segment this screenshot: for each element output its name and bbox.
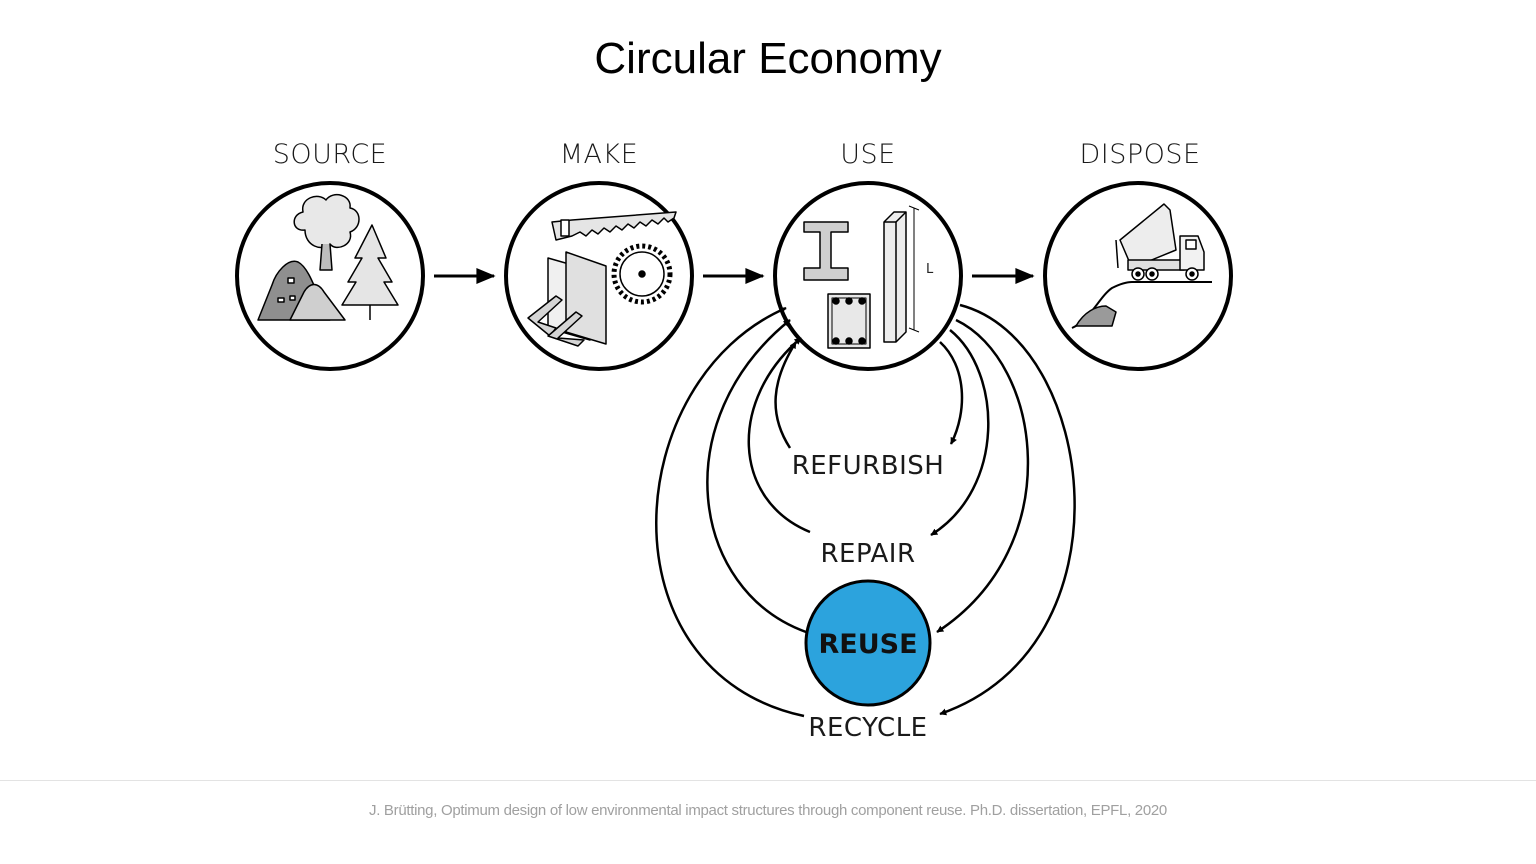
- arrow-use-to-repair: [930, 329, 990, 537]
- arrow-reuse-to-use: [706, 319, 807, 634]
- diagram-title: Circular Economy: [594, 34, 942, 83]
- stage-circle-use: L: [773, 181, 963, 371]
- structural-components-icon: [803, 205, 920, 349]
- stage-circle-source: [235, 181, 425, 371]
- loop-label-refurbish: REFURBISH: [792, 451, 945, 481]
- stage-label-use: USE: [840, 139, 895, 170]
- reuse-node: REUSE: [804, 579, 932, 707]
- arrow-use-to-reuse: [936, 318, 1030, 634]
- reuse-label: REUSE: [818, 629, 917, 660]
- circular-economy-diagram: SOURCE MAKE USE DISPOSE: [235, 139, 1233, 743]
- stage-circle-dispose: [1043, 181, 1233, 371]
- citation-text: J. Brütting, Optimum design of low envir…: [369, 802, 1167, 819]
- stage-label-source: SOURCE: [273, 139, 387, 170]
- stage-label-dispose: DISPOSE: [1079, 139, 1200, 170]
- dimension-label: L: [926, 262, 934, 277]
- footer-divider: [0, 780, 1536, 781]
- stage-circle-make: [504, 181, 694, 371]
- arrow-refurbish-to-use: [774, 341, 798, 449]
- stage-label-make: MAKE: [560, 139, 639, 170]
- reuse-circle: [804, 579, 932, 707]
- arrow-use-to-refurbish: [939, 341, 964, 445]
- loop-label-recycle: RECYCLE: [808, 713, 927, 743]
- nature-resources-icon: [257, 193, 399, 321]
- arrow-recycle-to-use: [655, 306, 805, 718]
- dump-truck-icon: [1071, 203, 1212, 329]
- loop-label-repair: REPAIR: [820, 539, 915, 569]
- arrow-repair-to-use: [747, 337, 811, 534]
- manufacturing-tools-icon: [527, 211, 677, 347]
- arrow-use-to-recycle: [939, 303, 1076, 716]
